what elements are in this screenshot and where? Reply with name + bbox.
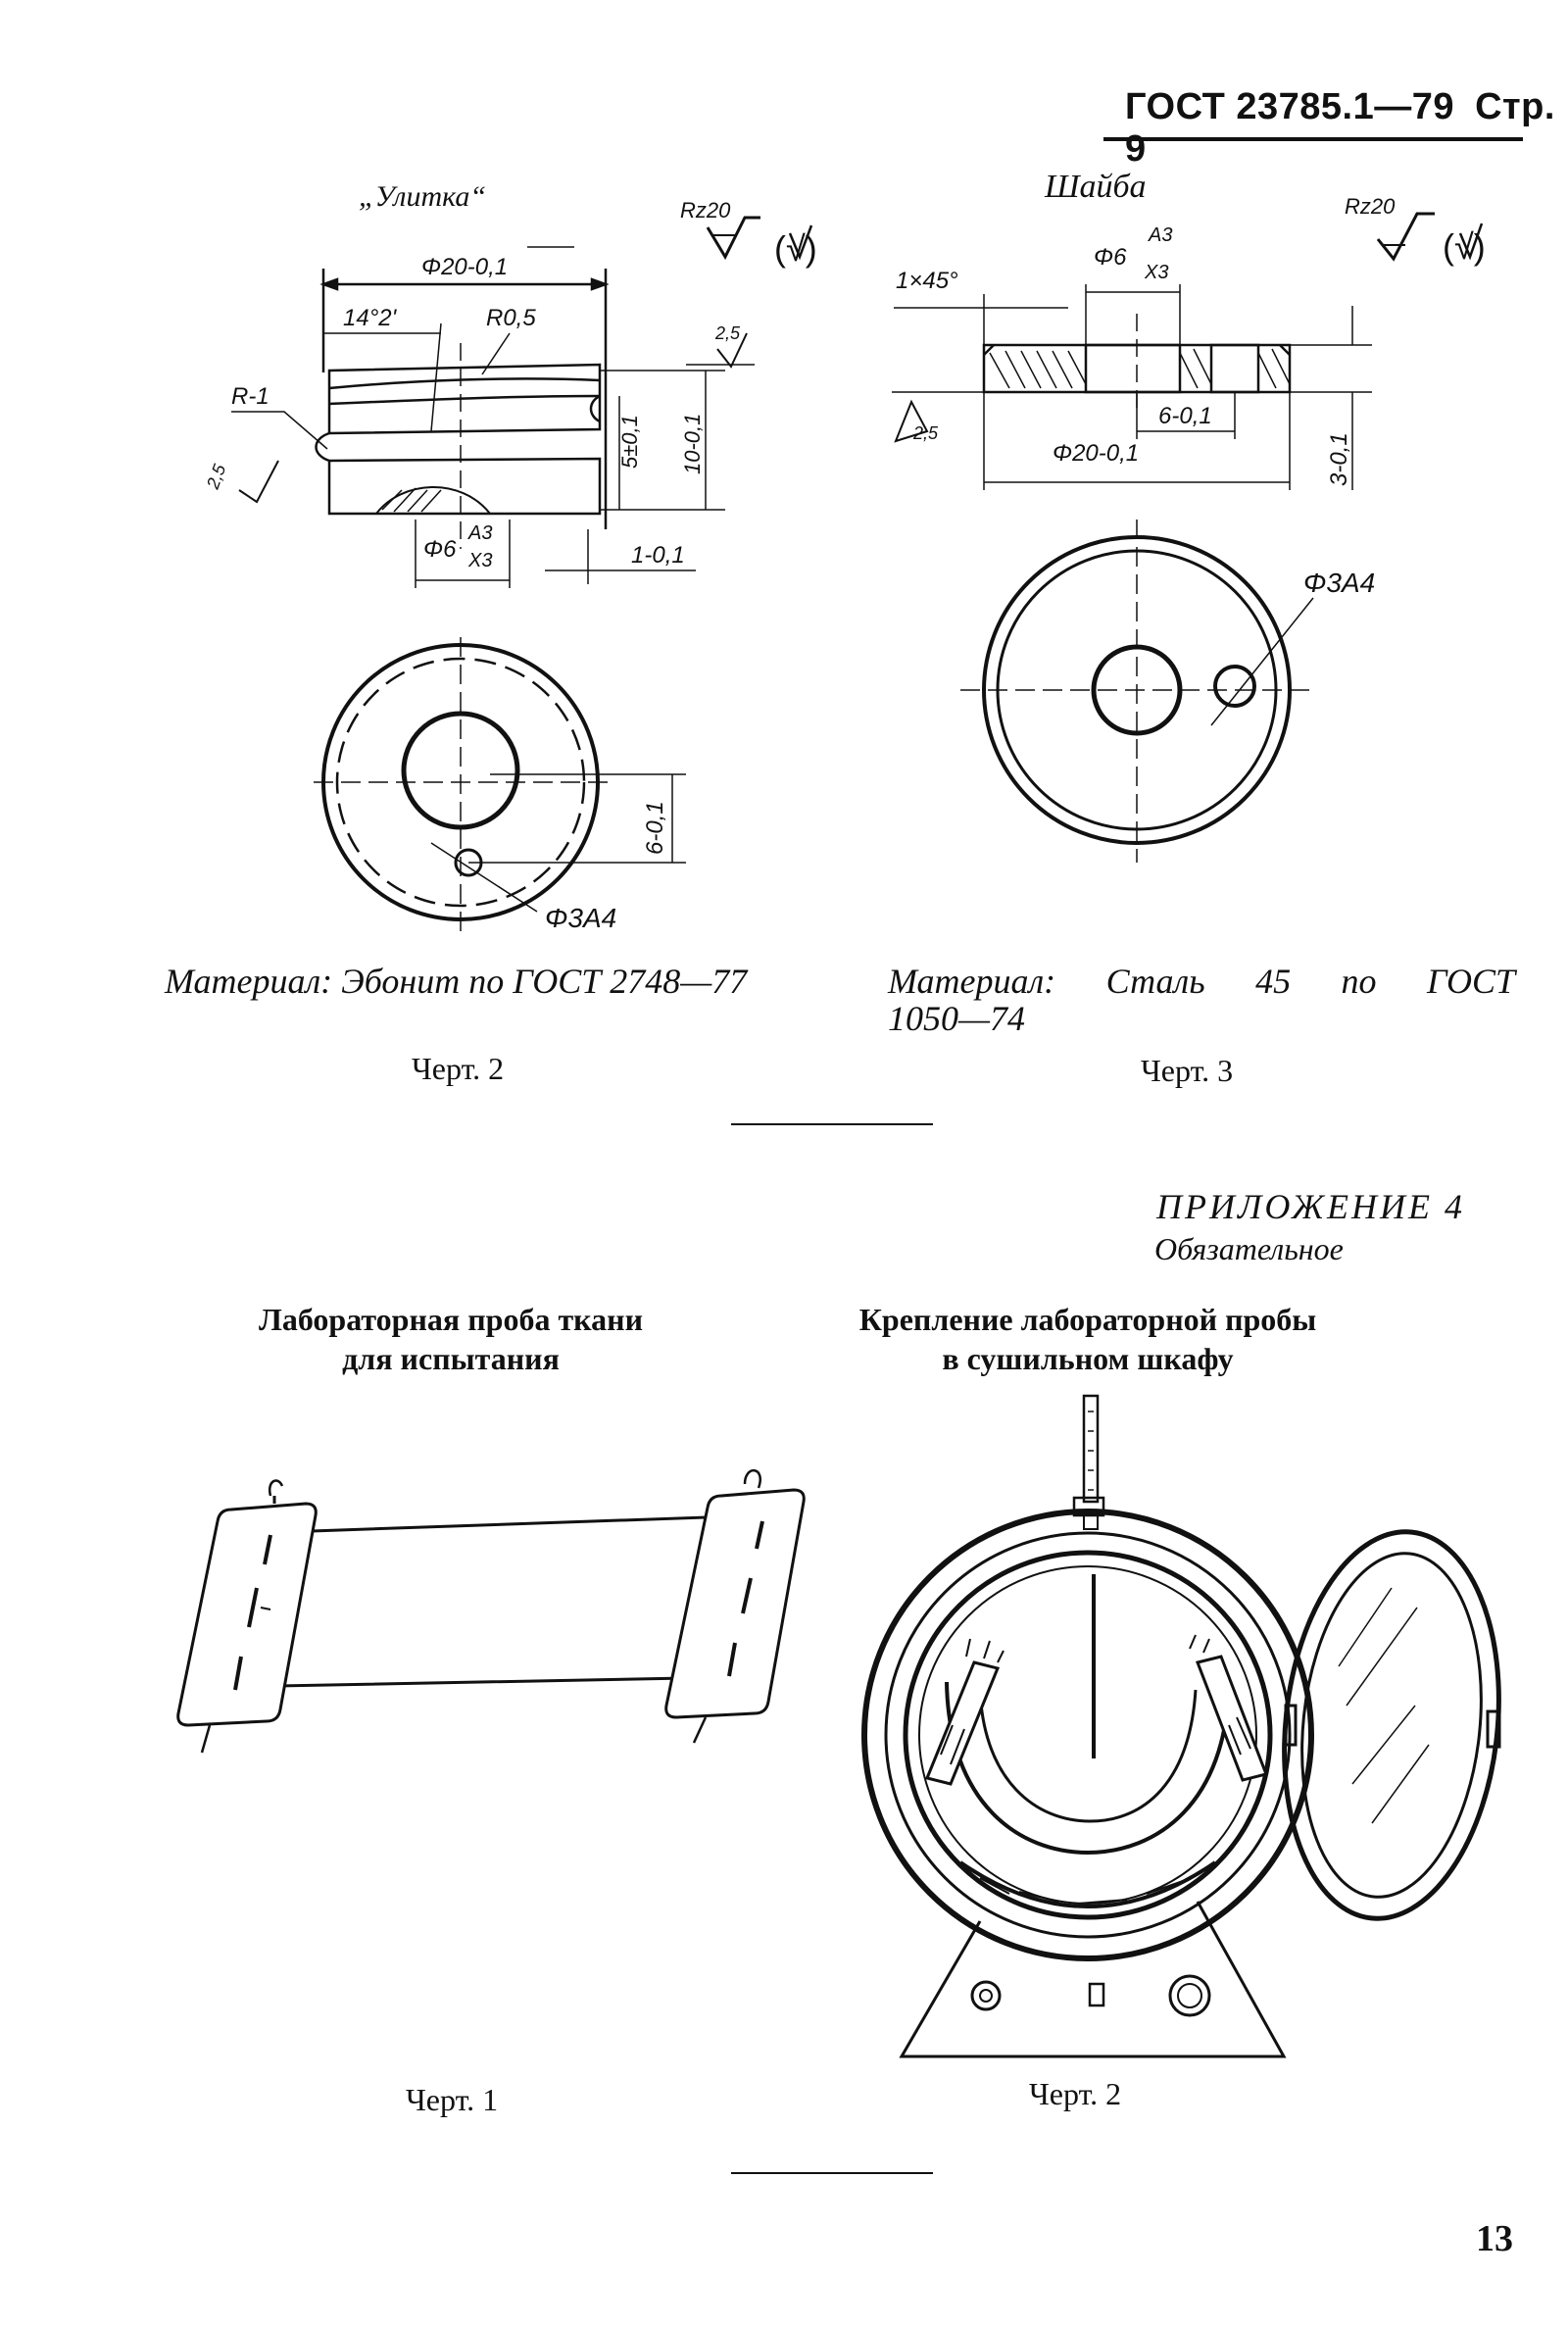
header-rule — [1103, 137, 1523, 141]
sample-title-line2: для испытания — [342, 1341, 560, 1376]
washer-fit-lower: X3 — [1144, 262, 1168, 283]
washer-fit-upper: A3 — [1148, 224, 1172, 246]
snail-diameter-label: Φ20-0,1 — [421, 254, 508, 280]
washer-offset: 6-0,1 — [1158, 403, 1212, 429]
snail-fit-lower: X3 — [467, 550, 492, 571]
snail-title: „Улитка“ — [359, 180, 487, 213]
washer-rough-small: 2,5 — [912, 423, 939, 443]
washer-diameter: Φ20-0,1 — [1053, 440, 1139, 467]
snail-angle-label: 14°2' — [343, 305, 398, 331]
oven-figure-title: Крепление лабораторной пробы в сушильном… — [813, 1300, 1362, 1378]
snail-bore: Φ6 — [423, 536, 457, 563]
footer-divider — [731, 2172, 933, 2174]
washer-material-word-2: Сталь — [1105, 962, 1205, 1001]
snail-rneg-label: R-1 — [231, 383, 270, 410]
snail-fit-upper: A3 — [467, 522, 492, 544]
sample-caption: Черт. 1 — [406, 2082, 499, 2117]
washer-roughness-paren: (√) — [1443, 226, 1486, 267]
washer-bore: Φ6 — [1094, 244, 1127, 271]
standard-code: ГОСТ 23785.1—79 — [1125, 86, 1454, 127]
washer-hole: Φ3A4 — [1303, 568, 1375, 598]
appendix-title: ПРИЛОЖЕНИЕ 4 — [1156, 1187, 1465, 1226]
oven-caption: Черт. 2 — [1029, 2076, 1122, 2111]
oven-title-line1: Крепление лабораторной пробы — [858, 1302, 1317, 1337]
snail-ecc: 6-0,1 — [642, 801, 668, 855]
washer-material-line2: 1050—74 — [888, 999, 1026, 1038]
washer-title: Шайба — [1045, 169, 1147, 205]
snail-caption: Черт. 2 — [412, 1051, 505, 1086]
section-divider — [731, 1123, 933, 1125]
washer-material-word-5: ГОСТ — [1426, 962, 1515, 1001]
sample-figure-title: Лабораторная проба ткани для испытания — [176, 1300, 725, 1378]
washer-material-word-1: Материал: — [888, 962, 1056, 1001]
washer-material-word-3: 45 — [1255, 962, 1292, 1001]
snail-height-a: 5±0,1 — [617, 415, 642, 469]
snail-hole: Φ3A4 — [545, 903, 616, 933]
snail-height-b: 10-0,1 — [680, 414, 705, 474]
snail-radius-label: R0,5 — [486, 305, 536, 331]
oven-title-line2: в сушильном шкафу — [942, 1341, 1234, 1376]
washer-caption: Черт. 3 — [1141, 1053, 1234, 1088]
snail-rough-small: 2,5 — [714, 323, 741, 343]
snail-material: Материал: Эбонит по ГОСТ 2748—77 — [165, 962, 748, 1001]
page-header: ГОСТ 23785.1—79 Стр. 9 — [1125, 86, 1568, 171]
page-number: 13 — [1476, 2218, 1513, 2259]
washer-thickness: 3-0,1 — [1326, 432, 1352, 486]
snail-offset: 1-0,1 — [631, 542, 685, 569]
snail-roughness-label: Rz20 — [680, 198, 731, 223]
snail-roughness-paren: (√) — [774, 228, 817, 269]
washer-chamfer: 1×45° — [896, 268, 958, 294]
appendix-subtitle: Обязательное — [1154, 1231, 1344, 1266]
washer-material-line1: Материал: Сталь 45 по ГОСТ — [888, 961, 1515, 1002]
washer-roughness-label: Rz20 — [1345, 194, 1396, 219]
sample-title-line1: Лабораторная проба ткани — [258, 1302, 643, 1337]
washer-material-word-4: по — [1341, 962, 1377, 1001]
